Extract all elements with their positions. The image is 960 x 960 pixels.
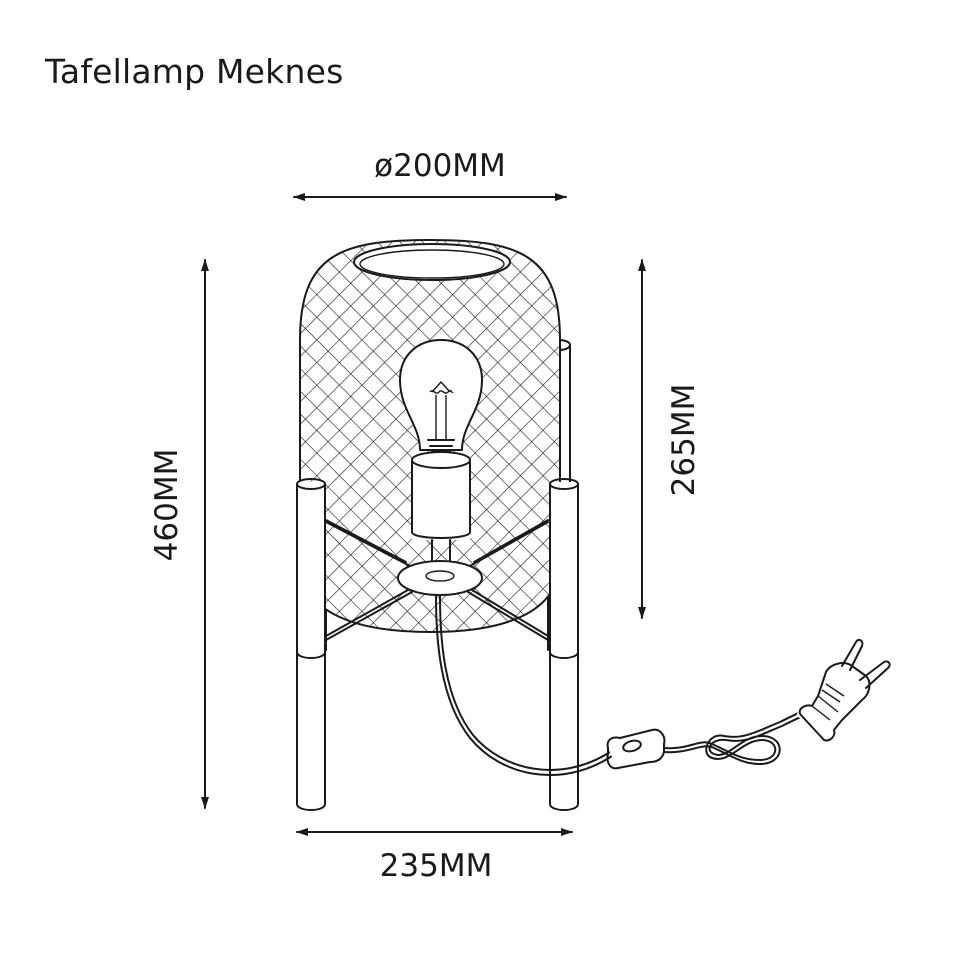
lower-leg-right bbox=[549, 478, 579, 811]
switch-icon bbox=[606, 728, 666, 770]
cord-loop bbox=[663, 709, 809, 765]
total-height-label: 460MM bbox=[149, 449, 185, 562]
shade-height-label: 265MM bbox=[666, 384, 702, 497]
base-width-dimension: 235MM bbox=[296, 828, 573, 884]
plug-icon bbox=[796, 638, 891, 742]
diameter-dimension: ø200MM bbox=[293, 148, 567, 201]
diameter-label: ø200MM bbox=[374, 148, 506, 184]
lamp-icon bbox=[296, 239, 891, 811]
power-cord bbox=[435, 595, 613, 776]
base-width-label: 235MM bbox=[380, 848, 493, 884]
center-disc bbox=[397, 560, 483, 596]
support-arms bbox=[325, 519, 549, 641]
shade-height-dimension: 265MM bbox=[638, 259, 702, 619]
page-title: Tafellamp Meknes bbox=[45, 52, 344, 91]
lower-leg-left bbox=[296, 478, 326, 811]
light-bulb-icon bbox=[399, 339, 483, 453]
lamp-socket bbox=[411, 451, 471, 569]
total-height-dimension: 460MM bbox=[149, 259, 209, 809]
